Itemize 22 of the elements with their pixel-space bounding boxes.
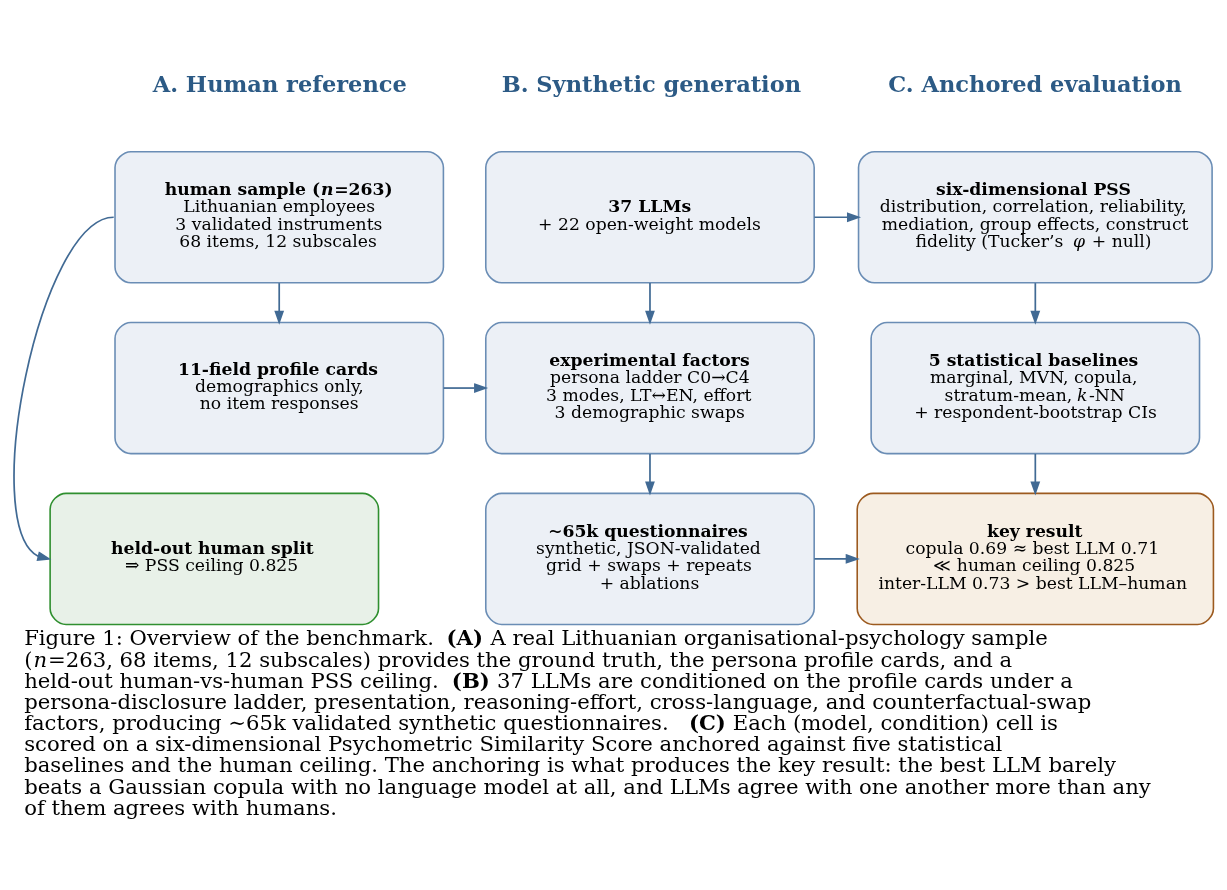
node-box: key result copula 0.69 ≈ best LLM 0.71 ≪ human ceiling 0.825 inter-LLM 0.73 > best LLM–human — [856, 492, 1215, 626]
arrow — [442, 383, 489, 393]
node-box: 11-field profile cards demographics only, no item responses — [114, 321, 445, 455]
node-box: 37 LLMs + 22 open-weight models — [485, 150, 815, 284]
label: B. Synthetic generation — [501, 71, 802, 98]
node-box: ∼65k questionnaires synthetic, JSON-validated grid + swaps + repeats + ablations — [485, 492, 815, 626]
arrow — [645, 282, 655, 325]
arrow — [645, 453, 655, 496]
arrow — [1030, 453, 1041, 496]
node-box: 5 statistical baselines marginal, MVN, copula, stratum-mean, k-NN + respondent-bootstrap CIs — [870, 321, 1201, 455]
node-box: human sample (n=263) Lithuanian employees 3 validated instruments 68 items, 12 subscales — [114, 150, 445, 284]
node-box: six-dimensional PSS distribution, correlation, reliability, mediation, group effects, construct fidelity (Tucker’s φ + null) — [857, 150, 1213, 284]
node-box: experimental factors persona ladder C0→C4 3 modes, LT↔EN, effort 3 demographic swaps — [485, 321, 815, 455]
arrow — [274, 282, 285, 325]
arrow — [13, 216, 115, 561]
label: C. Anchored evaluation — [888, 71, 1182, 98]
caption: Figure 1: Overview of the benchmark. (A) A real Lithuanian organisational-psychology sample (n=263, 68 items, 12 subscales) provides the ground truth, the persona profile cards, and a held-out human-vs-human PSS ceiling. (B) 37 LLMs are conditioned on the profile cards under a persona-disclosure ladder, presentation, reasoning-effort, cross-language, and counterfactual-swap factors, producing ∼65k validated synthetic questionnaires. (C) Each (model, condition) cell is scored on a six-dimensional Psychometric Similarity Score anchored against five statistical baselines and the human ceiling. The anchoring is what produces the key result: the best LLM barely beats a Gaussian copula with no language model at all, and LLMs agree with one another more than any of them agrees with humans. — [24, 625, 1151, 820]
arrow — [813, 553, 860, 564]
arrow — [1030, 282, 1041, 325]
arrow — [813, 212, 862, 223]
node-box: held-out human split ⇒ PSS ceiling 0.825 — [49, 492, 380, 626]
label: A. Human reference — [152, 71, 407, 98]
